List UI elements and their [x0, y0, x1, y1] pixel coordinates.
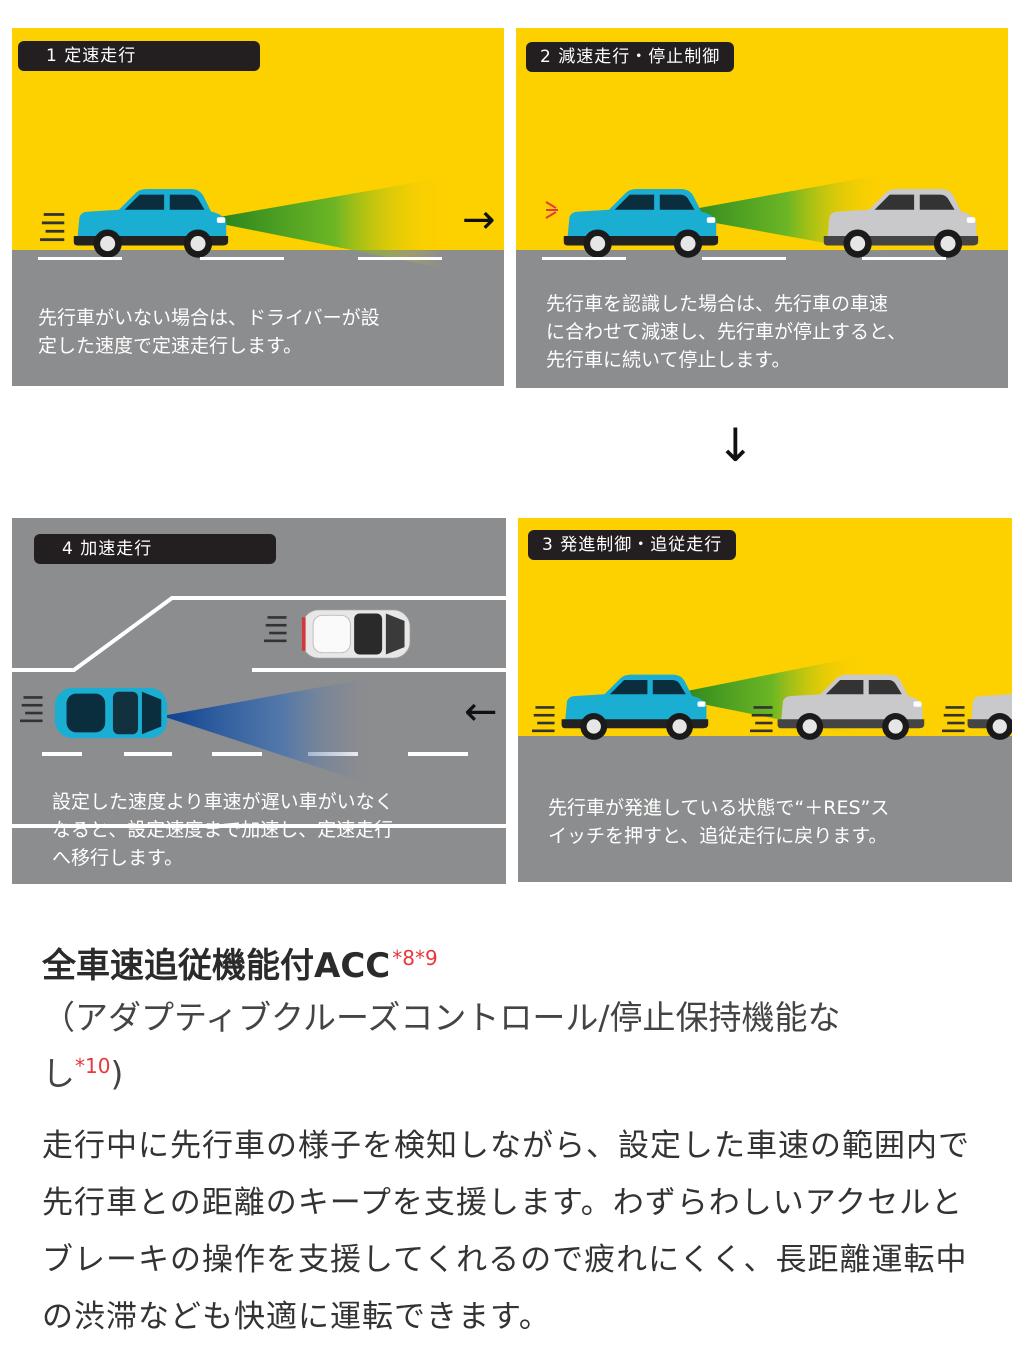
- step-description: 先行車がいない場合は、ドライバーが設 定した速度で定速走行します。: [38, 307, 380, 357]
- step-description: 設定した速度より車速が遅い車がいなく なると、設定速度まで加速し、定速走行 へ移…: [52, 791, 394, 869]
- speed-lines-icon: [750, 702, 776, 738]
- speed-lines-icon: [20, 692, 46, 728]
- speed-lines-icon: [264, 612, 290, 648]
- panel-constant-speed: 1 定速走行 先行車がいない場合は、ドライバーが設 定した速度で定速走行します。: [12, 28, 504, 386]
- car-side-icon: [70, 183, 230, 259]
- speed-lines-icon: [532, 702, 558, 738]
- sensor-beam-icon: [202, 178, 442, 268]
- car-side-icon: [820, 183, 980, 259]
- step-label: 3 発進制御・追従走行: [528, 530, 737, 560]
- car-side-icon: [964, 668, 1012, 742]
- speed-lines-icon: [40, 208, 68, 248]
- feature-subtitle-line2: し*10): [42, 1054, 124, 1093]
- step-label: 4 加速走行: [34, 534, 276, 564]
- feature-title: 全車速追従機能付ACC*8*9: [42, 938, 438, 987]
- sensor-beam-icon: [162, 676, 382, 788]
- car-side-icon: [560, 183, 720, 259]
- step-description: 先行車を認識した場合は、先行車の車速 に合わせて減速し、先行車が停止すると、 先…: [546, 293, 907, 371]
- car-top-icon: [296, 606, 416, 662]
- arrow-down-icon: ↓: [716, 418, 755, 472]
- brake-light-icon: [545, 201, 558, 219]
- car-side-icon: [558, 668, 710, 742]
- panel-start-follow: 3 発進制御・追従走行 先行車が発進している状態で“＋RES”ス イッチを押すと…: [518, 518, 1012, 882]
- feature-description: 走行中に先行車の様子を検知しながら、設定した車速の範囲内で先行車との距離のキープ…: [42, 1128, 970, 1335]
- panel-acceleration: 4 加速走行 設定した速度より車速が遅い車がいなく なると、設定速度まで加速し、…: [12, 518, 506, 884]
- panel-deceleration-stop: 2 減速走行・停止制御 先行車を認識した場合は、先行車の車速 に合わせて減速し、…: [516, 28, 1008, 388]
- feature-subtitle-line1: （アダプティブクルーズコントロール/停止保持機能な: [42, 998, 841, 1037]
- step-label: 1 定速走行: [18, 41, 260, 71]
- arrow-right-icon: →: [462, 197, 496, 243]
- feature-subtitle: （アダプティブクルーズコントロール/停止保持機能な し*10): [42, 994, 982, 1098]
- arrow-left-icon: ←: [464, 689, 498, 735]
- footnote-ref: *8*9: [392, 946, 438, 970]
- step-description: 先行車が発進している状態で“＋RES”ス イッチを押すと、追従走行に戻ります。: [548, 797, 890, 847]
- car-side-icon: [774, 668, 926, 742]
- step-label: 2 減速走行・停止制御: [526, 42, 735, 72]
- footnote-ref: *10: [75, 1054, 111, 1078]
- car-top-icon: [50, 684, 172, 742]
- feature-title-text: 全車速追従機能付ACC: [42, 946, 391, 986]
